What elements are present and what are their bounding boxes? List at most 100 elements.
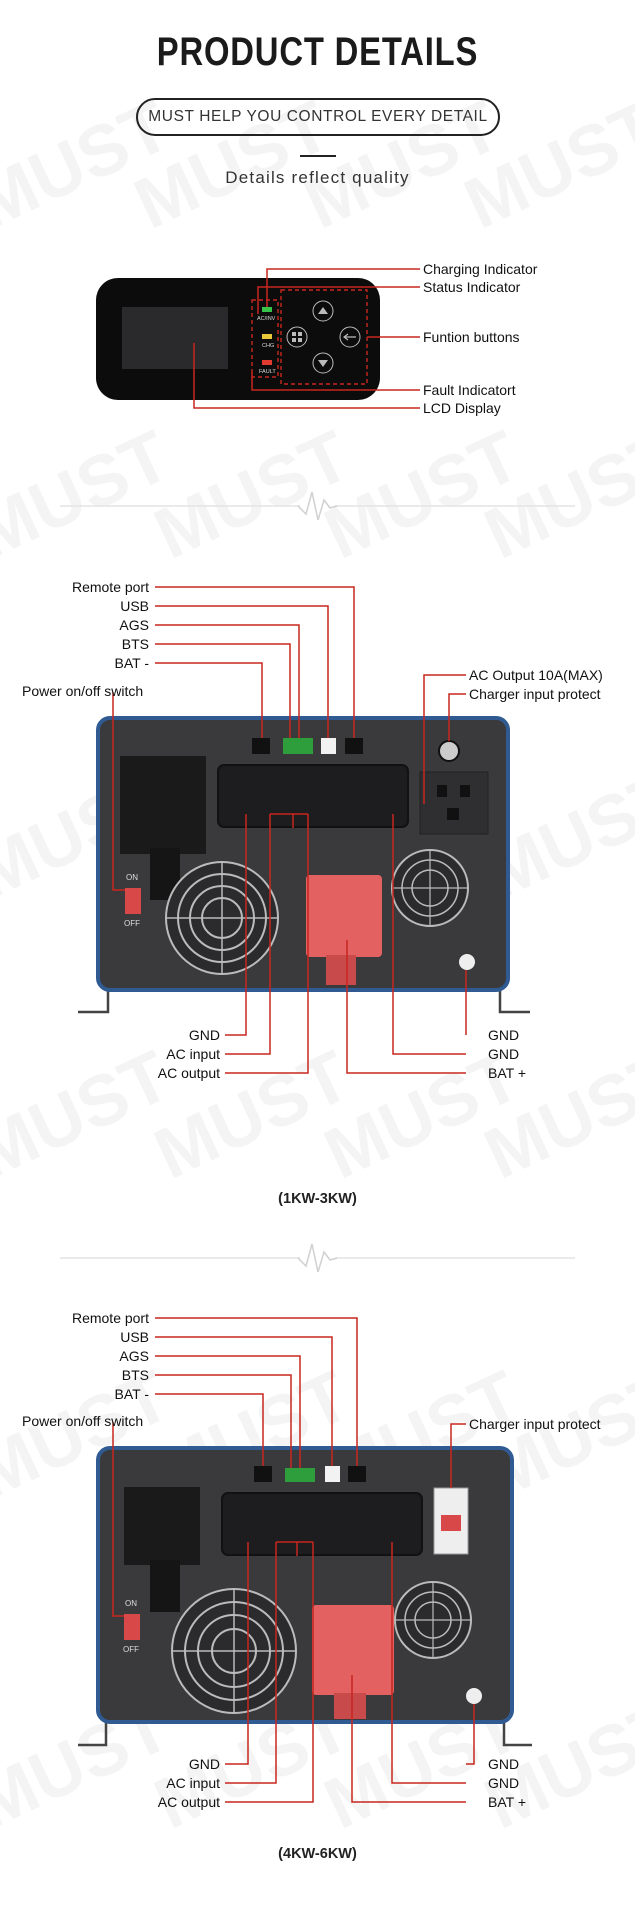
ac-inv-led — [262, 307, 272, 312]
bat-port-icon — [254, 1466, 272, 1482]
remote-port-icon — [348, 1466, 366, 1482]
label-ac-output: AC output — [157, 1065, 220, 1081]
label-bat-negative: BAT - — [114, 655, 150, 671]
label-usb: USB — [120, 598, 149, 614]
label-remote-port: Remote port — [71, 1310, 149, 1326]
label-gnd: GND — [188, 1756, 220, 1772]
bat-positive-leader — [351, 1675, 466, 1803]
gnd-leader-right1 — [466, 1704, 475, 1765]
bat-positive-leader — [346, 940, 466, 1074]
chg-led — [262, 334, 272, 339]
section-divider — [60, 491, 575, 521]
down-button-icon — [312, 352, 334, 374]
bts-leader — [155, 1374, 292, 1468]
page-title: PRODUCT DETAILS — [156, 30, 479, 74]
label-charger-input-protect: Charger input protect — [469, 686, 601, 702]
bat-positive-terminal — [312, 1605, 394, 1695]
power-switch-icon — [124, 1614, 140, 1640]
power-switch-leader — [112, 1422, 124, 1617]
bts-leader — [155, 643, 291, 738]
label-function-buttons: Funtion buttons — [423, 329, 520, 345]
switch-on-label: ON — [125, 1599, 137, 1608]
bat-negative-leader — [155, 662, 263, 738]
ac-terminal-cover — [217, 764, 409, 828]
ac-input-leader — [225, 1542, 277, 1784]
menu-button-icon — [286, 326, 308, 348]
label-gnd-right: GND — [488, 1027, 520, 1043]
label-ac-input: AC input — [166, 1046, 220, 1062]
switch-on-label: ON — [126, 873, 138, 882]
led-label-ac-inv: AC/INV — [257, 316, 276, 322]
label-bts: BTS — [121, 1367, 149, 1383]
charger-protect-leader — [450, 1423, 466, 1488]
ac-terminal-cover — [221, 1492, 423, 1556]
model-caption: (1KW-3KW) — [278, 1191, 357, 1207]
label-bat-positive: BAT + — [488, 1065, 527, 1081]
bts-ags-terminal-icon — [283, 738, 313, 754]
led-label-chg: CHG — [262, 343, 274, 349]
label-power-switch: Power on/off switch — [22, 1413, 144, 1429]
label-charger-input-protect: Charger input protect — [469, 1416, 601, 1432]
enter-button-icon — [339, 326, 361, 348]
bat-positive-terminal — [306, 875, 382, 957]
label-fault-indicator: Fault Indicatort — [423, 382, 516, 398]
rear-panel-diagram-1kw-3kw: ON OFF — [78, 586, 530, 1074]
usb-leader — [155, 1336, 333, 1466]
rear-panel-diagram-4kw-6kw: ON OFF — [78, 1317, 532, 1803]
status-indicator-leader — [257, 286, 420, 314]
tagline: Details reflect quality — [225, 168, 410, 187]
label-status-indicator: Status Indicator — [423, 279, 521, 295]
ac-output-leader-bottom — [225, 814, 309, 1074]
charger-breaker-icon — [438, 740, 460, 762]
label-gnd-right: GND — [488, 1775, 520, 1791]
ags-leader — [155, 624, 300, 738]
label-gnd-right: GND — [488, 1756, 520, 1772]
label-bts: BTS — [121, 636, 149, 652]
gnd-leader-left — [225, 1542, 249, 1765]
fault-led — [262, 360, 272, 365]
label-gnd: GND — [188, 1027, 220, 1043]
title-divider — [300, 155, 336, 157]
charger-protect-leader — [448, 693, 466, 741]
label-power-switch: Power on/off switch — [22, 683, 144, 699]
up-button-icon — [312, 300, 334, 322]
label-ags: AGS — [119, 617, 149, 633]
fault-indicator-leader — [251, 372, 420, 391]
gnd-leader-left — [225, 814, 247, 1036]
led-highlight-box — [251, 299, 279, 378]
power-switch-icon — [125, 888, 141, 914]
bat-negative-leader — [155, 1393, 264, 1466]
label-bat-positive: BAT + — [488, 1794, 527, 1810]
ac-outlet-icon — [419, 771, 489, 835]
label-bat-negative: BAT - — [114, 1386, 150, 1402]
label-usb: USB — [120, 1329, 149, 1345]
label-ac-output: AC output — [157, 1794, 220, 1810]
switch-off-label: OFF — [123, 1645, 139, 1654]
ground-screw-icon — [466, 1688, 482, 1704]
battery-breaker — [124, 1487, 200, 1565]
section-divider — [60, 1243, 575, 1273]
label-remote-port: Remote port — [71, 579, 149, 595]
usb-port-icon — [325, 1466, 340, 1482]
lcd-display-leader — [193, 343, 420, 409]
charging-indicator-leader — [266, 268, 420, 307]
bat-port-icon — [252, 738, 270, 754]
remote-port-leader — [155, 586, 355, 738]
ac-output-leader-bottom — [225, 1542, 314, 1803]
label-ac-output-max: AC Output 10A(MAX) — [469, 667, 603, 683]
switch-off-label: OFF — [124, 919, 140, 928]
model-caption: (4KW-6KW) — [278, 1846, 357, 1862]
gnd-leader-right2 — [392, 814, 466, 1055]
battery-breaker — [120, 756, 206, 854]
ac-output-leader — [423, 674, 466, 804]
power-switch-leader — [112, 692, 125, 891]
bts-ags-terminal-icon — [285, 1468, 315, 1482]
lcd-screen — [122, 307, 228, 369]
subtitle-pill: MUST HELP YOU CONTROL EVERY DETAIL — [136, 98, 500, 136]
control-panel-diagram: AC/INV CHG FAULT — [96, 268, 420, 409]
remote-port-icon — [345, 738, 363, 754]
label-ags: AGS — [119, 1348, 149, 1364]
led-label-fault: FAULT — [259, 369, 276, 375]
ground-screw-icon — [459, 954, 475, 970]
